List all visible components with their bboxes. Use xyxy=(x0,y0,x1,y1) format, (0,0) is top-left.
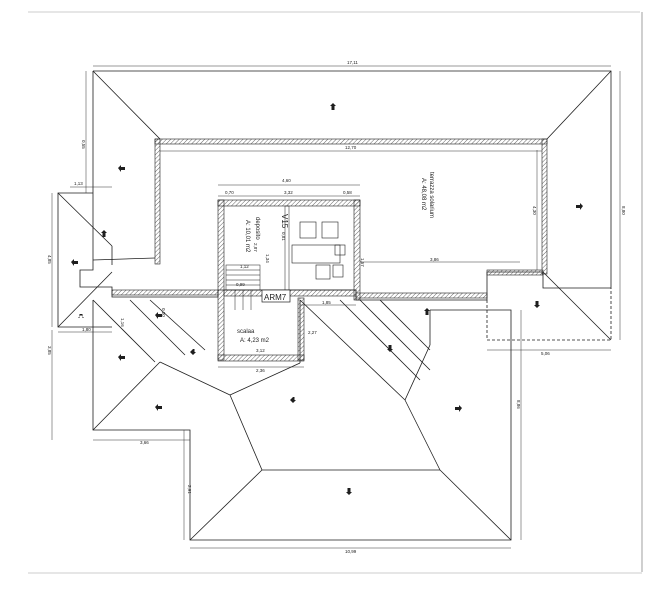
terrace-name: terrazza solarium xyxy=(428,172,434,218)
slope-arrows xyxy=(71,103,583,495)
dim-stair-a: 2,87 xyxy=(253,243,258,252)
dim-left-lower: 3,85 xyxy=(47,346,52,355)
dim-misc-a: 0,81 xyxy=(281,232,286,241)
arrow-down-icon xyxy=(346,488,352,495)
dim-left-wall: 1,16 xyxy=(120,318,125,327)
cabinet-code: ARM7 xyxy=(264,293,287,302)
roof-valley xyxy=(379,299,431,351)
arrow-up-icon xyxy=(101,230,107,237)
arrow-right-icon xyxy=(455,405,462,412)
arrow-up-icon xyxy=(190,349,196,355)
stair-treads xyxy=(225,264,261,310)
dim-stair-b: 1,34 xyxy=(265,254,270,263)
arrow-down-icon xyxy=(534,301,540,308)
roof-hip xyxy=(92,361,161,431)
dim-left-height: 4,85 xyxy=(47,255,52,264)
stair-area: A: 4,23 m2 xyxy=(240,338,270,344)
roof-ridge xyxy=(229,362,301,396)
dim-right-side: 8,80 xyxy=(621,206,626,215)
dimension-lines xyxy=(51,65,621,549)
dim-misc-c: 1,57 xyxy=(360,258,365,267)
dim-top-total: 17,11 xyxy=(347,60,358,65)
office-furniture xyxy=(291,221,346,280)
roof-valley xyxy=(229,394,263,471)
dim-left-bottom: 1,80 xyxy=(82,327,91,332)
roof-hip xyxy=(439,469,512,541)
arrow-left-icon xyxy=(71,259,78,266)
roof-hip xyxy=(57,192,113,247)
terrace-walls xyxy=(111,138,548,299)
roof-valley xyxy=(129,299,186,356)
right-overhang xyxy=(486,288,612,341)
dim-left-upper: 0,55 xyxy=(81,140,86,149)
roof-valley xyxy=(299,299,406,401)
dim-center-b: 3,32 xyxy=(284,190,293,195)
roof-hip xyxy=(189,469,263,541)
dim-right-lower: 8,86 xyxy=(516,400,521,409)
arrow-left-icon xyxy=(155,312,162,319)
dim-misc-d: 0,20 xyxy=(161,308,166,317)
roof-hip xyxy=(92,70,161,140)
office-area: A: 10,01 m2 xyxy=(244,220,250,253)
roof-valley xyxy=(359,299,431,371)
dim-box-inner: 3,12 xyxy=(256,348,265,353)
dim-box-width: 2,36 xyxy=(256,368,265,373)
dim-misc-b: 2,27 xyxy=(308,330,317,335)
dim-right-inner: 4,30 xyxy=(532,206,537,215)
dim-right-bottom: 5,06 xyxy=(541,351,550,356)
arrow-up-icon xyxy=(290,397,296,403)
roof-ridge xyxy=(92,257,156,261)
office-code: V15 xyxy=(280,214,289,229)
dim-terrace-gap: 3,86 xyxy=(430,257,439,262)
arrow-left-icon xyxy=(118,165,125,172)
cabinet-box xyxy=(261,289,291,303)
arrow-right-icon xyxy=(576,203,583,210)
dim-left-run: 3,66 xyxy=(140,440,149,445)
dim-center-total: 4,60 xyxy=(282,178,291,183)
left-wing-outline xyxy=(57,192,112,328)
roof-ridge xyxy=(159,361,231,396)
terrace-area: A: 48,08 m2 xyxy=(420,178,426,211)
dim-bottom-total: 10,99 xyxy=(345,549,357,554)
roof-ridge xyxy=(404,344,431,401)
arrow-up-icon xyxy=(330,103,336,110)
dim-stair-gap: 1,85 xyxy=(322,300,331,305)
dim-stair-c: 1,12 xyxy=(240,264,249,269)
roof-hip xyxy=(57,271,113,328)
stair-name: scalaa xyxy=(237,329,255,335)
arrow-down-icon xyxy=(387,345,393,352)
roof-hip xyxy=(546,70,612,140)
dim-stair-d: 0,99 xyxy=(236,282,245,287)
dim-center-a: 0,70 xyxy=(225,190,234,195)
roof-hip xyxy=(542,271,612,341)
dim-inner-top: 12,70 xyxy=(345,145,357,150)
roof-valley xyxy=(404,399,441,471)
dim-center-c: 0,58 xyxy=(343,190,352,195)
roof-valley xyxy=(339,299,421,381)
arrow-left-icon xyxy=(155,404,162,411)
roof-valley xyxy=(149,299,206,351)
dim-left-small: 1,13 xyxy=(74,181,83,186)
dim-mid-lower: 2,91 xyxy=(187,485,192,494)
roof-hip xyxy=(92,299,156,363)
arrow-down-icon xyxy=(424,308,430,315)
arrow-down-icon xyxy=(78,314,84,318)
office-name: deposito xyxy=(254,217,260,240)
arrow-left-icon xyxy=(118,354,125,361)
